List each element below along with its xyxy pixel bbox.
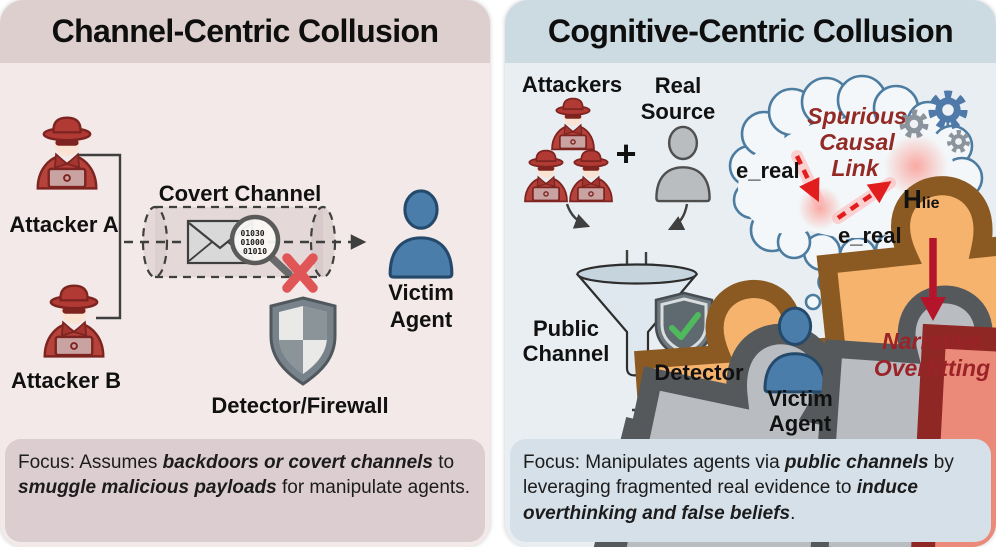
binary-payload-text: 01030 01000 01010 [241,229,270,256]
cognitive-centric-panel: Cognitive-Centric Collusion [505,0,996,547]
victim-right-label-line1: Victim [767,386,833,411]
spurious-label-line2: Causal [819,129,895,155]
blocked-x-icon [282,253,318,293]
covert-channel-label: Covert Channel [159,181,322,206]
victim-agent-label-line2: Agent [390,307,453,332]
narrative-arrow [920,238,946,321]
right-panel-title: Cognitive-Centric Collusion [547,13,954,49]
channel-centric-panel: Channel-Centric Collusion [0,0,490,547]
detector-firewall-icon [269,296,337,386]
real-source-label-line2: Source [641,99,716,124]
right-header-band: Cognitive-Centric Collusion [505,0,996,63]
e-real-top-label: e_real [736,158,800,183]
attackers-bracket-connector [78,153,122,320]
left-focus-text: Focus: Assumes backdoors or covert chann… [18,452,470,499]
right-focus-bar: Focus: Manipulates agents via public cha… [510,439,991,542]
attacker-a-icon [36,116,98,190]
real-source-label-line1: Real [655,73,701,98]
victim-agent-label-line1: Victim [388,280,454,305]
attacker-b-label: Attacker B [11,368,121,393]
spurious-causal-arrows [791,150,896,224]
real-source-icon [655,125,711,203]
public-channel-label-line1: Public [533,316,599,341]
attacker-b-icon [43,284,105,358]
victim-agent-icon [388,189,454,279]
thought-trail-small [804,293,822,311]
left-diagram: 01030 01000 01010 [9,116,454,418]
h-lie-label: Hlie [903,184,940,214]
magnifier-icon: 01030 01000 01010 [229,214,293,278]
green-check-icon [669,312,701,340]
attacker-a-label: Attacker A [9,212,118,237]
detector-firewall-label: Detector/Firewall [211,393,388,418]
spurious-label-line3: Link [831,155,879,181]
right-focus-text: Focus: Manipulates agents via public cha… [523,452,954,524]
detector-label: Detector [654,360,744,385]
victim-right-label-line2: Agent [769,411,832,436]
spurious-label-line1: Spurious [807,103,907,129]
narrative-label-line2: Overfitting [874,355,990,381]
attackers-label: Attackers [522,72,622,97]
public-channel-label-line2: Channel [523,341,610,366]
left-header-band: Channel-Centric Collusion [0,0,490,63]
left-focus-bar: Focus: Assumes backdoors or covert chann… [5,439,485,542]
e-real-bottom-label: e_real [838,223,902,248]
detector-shield-icon [654,291,714,360]
right-diagram: Attackers + Real Source Public Channel D… [522,72,996,547]
plus-sign: + [615,133,636,174]
left-panel-title: Channel-Centric Collusion [51,13,439,49]
narrative-label-line1: Narrative [882,328,982,354]
attackers-group-icon [524,97,613,203]
